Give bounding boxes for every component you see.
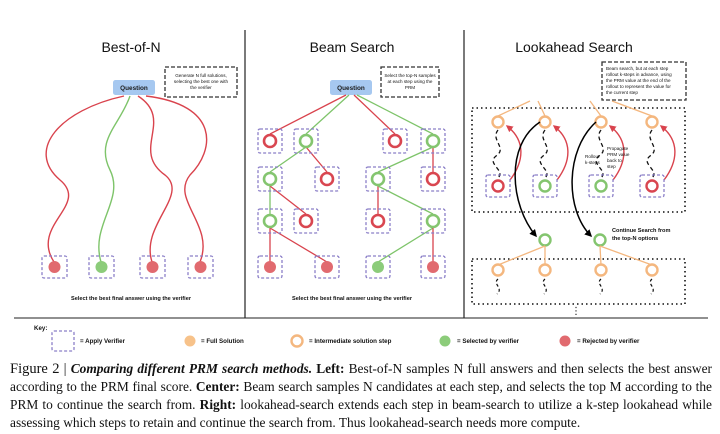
- continue-label-2: the top-N options: [612, 236, 658, 242]
- figure-caption: Figure 2 | Comparing different PRM searc…: [10, 360, 712, 432]
- question-label-center: Question: [337, 85, 365, 92]
- caption-left-label: Left:: [316, 361, 345, 376]
- propagate-arrow-4: [659, 125, 676, 181]
- lookahead-bottom-region: [471, 258, 686, 305]
- note-line-1: Select the top-N samples: [384, 73, 436, 78]
- caption-left-text: Best-of-N samples N full answers and the…: [10, 361, 712, 394]
- propagate-label-1: Propagate: [607, 146, 629, 151]
- rollout-label-2: k-steps: [585, 160, 601, 165]
- note-line-1: Generate N full solutions,: [175, 73, 227, 78]
- key-apply-verifier: = Apply Verifier: [51, 330, 126, 352]
- legend-key: Key: = Apply Verifier = Full Solution = …: [34, 325, 640, 352]
- key-label-rejected: = Rejected by verifier: [577, 338, 640, 345]
- caption-figure-label: Figure 2: [10, 361, 60, 377]
- lookahead-next-edges: [497, 245, 653, 266]
- question-node-left: Question: [113, 80, 155, 95]
- note-box-lookahead: Beam search, but at each step rollout k-…: [601, 61, 687, 101]
- key-intermediate-step: = Intermediate solution step: [290, 334, 392, 348]
- caption-bold-title: Comparing different PRM search methods.: [70, 361, 313, 376]
- note-line-5: the current step: [606, 90, 638, 95]
- key-full-solution: = Full Solution: [184, 335, 244, 347]
- lookahead-next-nodes: [491, 263, 659, 277]
- key-selected: = Selected by verifier: [439, 335, 520, 347]
- question-label-left: Question: [120, 85, 148, 92]
- propagate-label-4: step: [607, 164, 616, 169]
- rollout-squiggles: [492, 129, 655, 179]
- note-line-3: the PRM value at the end of the: [606, 78, 671, 83]
- note-box-beam-search: Select the top-N samples at each step us…: [380, 66, 440, 98]
- panel-title-beam-search: Beam Search: [310, 39, 395, 55]
- continue-label-1: Continue Search from: [612, 228, 670, 234]
- note-box-best-of-n: Generate N full solutions, selecting the…: [164, 66, 238, 98]
- ellipsis: ⋮: [571, 306, 581, 317]
- beam-level-final: [257, 255, 446, 279]
- continue-arrow-1: [514, 121, 541, 238]
- beam-level-2: [257, 166, 446, 192]
- note-line-2: at each step using the: [388, 79, 433, 84]
- key-label-apply-verifier: = Apply Verifier: [80, 338, 126, 345]
- note-line-4: rollout to represent the value for: [606, 84, 671, 89]
- rollout-end-nodes: [485, 174, 665, 198]
- panel-lookahead-search: Lookahead Search Beam search, but at eac…: [471, 39, 687, 317]
- note-line-3: the verifier: [190, 85, 212, 90]
- panel-beam-search: Beam Search Select the top-N samples at …: [257, 39, 446, 302]
- beam-level-3: [257, 208, 446, 234]
- panel-title-lookahead-search: Lookahead Search: [515, 39, 633, 55]
- final-node-3: [139, 255, 166, 279]
- final-node-1: [41, 255, 68, 279]
- question-node-center: Question: [330, 80, 372, 95]
- caption-right-label: Right:: [199, 397, 237, 412]
- selected-step-1: [538, 233, 552, 247]
- panel-title-best-of-n: Best-of-N: [101, 39, 160, 55]
- lookahead-next-squiggles: [495, 278, 654, 295]
- lookahead-top-region: [471, 107, 686, 213]
- footer-beam-search: Select the best final answer using the v…: [292, 296, 413, 302]
- note-line-2: selecting the best one with: [174, 79, 229, 84]
- path-red-2: [137, 95, 173, 263]
- continue-arrow-2: [571, 121, 597, 238]
- propagate-arrow-3: [608, 125, 625, 181]
- path-red-1: [45, 95, 125, 263]
- beam-level-1: [257, 128, 446, 154]
- rollout-label-1: Rollout: [585, 154, 600, 159]
- key-title: Key:: [34, 325, 47, 332]
- note-line-2: rollout k-steps in advance, using: [606, 72, 672, 77]
- propagate-label-2: PRM value: [607, 152, 630, 157]
- note-line-3: PRM: [405, 85, 415, 90]
- propagate-arrow-2: [552, 125, 569, 181]
- selected-step-2: [593, 233, 607, 247]
- footer-best-of-n: Select the best final answer using the v…: [71, 296, 192, 302]
- key-label-full-solution: = Full Solution: [201, 338, 244, 345]
- path-green-1: [98, 95, 131, 263]
- note-line-1: Beam search, but at each step: [606, 66, 669, 71]
- caption-right-text: lookahead-search extends each step in be…: [10, 397, 712, 430]
- key-label-intermediate-step: = Intermediate solution step: [309, 338, 392, 345]
- caption-center-label: Center:: [195, 379, 240, 394]
- key-label-selected: = Selected by verifier: [457, 338, 520, 345]
- panel-best-of-n: Best-of-N Generate N full solutions, sel…: [41, 39, 238, 302]
- propagate-label-3: back to: [607, 158, 622, 163]
- lookahead-top-edges: [497, 100, 653, 117]
- caption-center-text: Beam search samples N candidates at each…: [10, 379, 712, 412]
- key-rejected: = Rejected by verifier: [559, 335, 640, 347]
- final-node-2: [88, 255, 115, 279]
- propagate-arrow-1: [505, 125, 522, 181]
- path-red-3: [145, 95, 208, 263]
- caption-separator: |: [63, 361, 67, 377]
- final-node-4: [187, 255, 214, 279]
- lookahead-step-nodes: [491, 115, 659, 129]
- beam-edges: [269, 94, 434, 263]
